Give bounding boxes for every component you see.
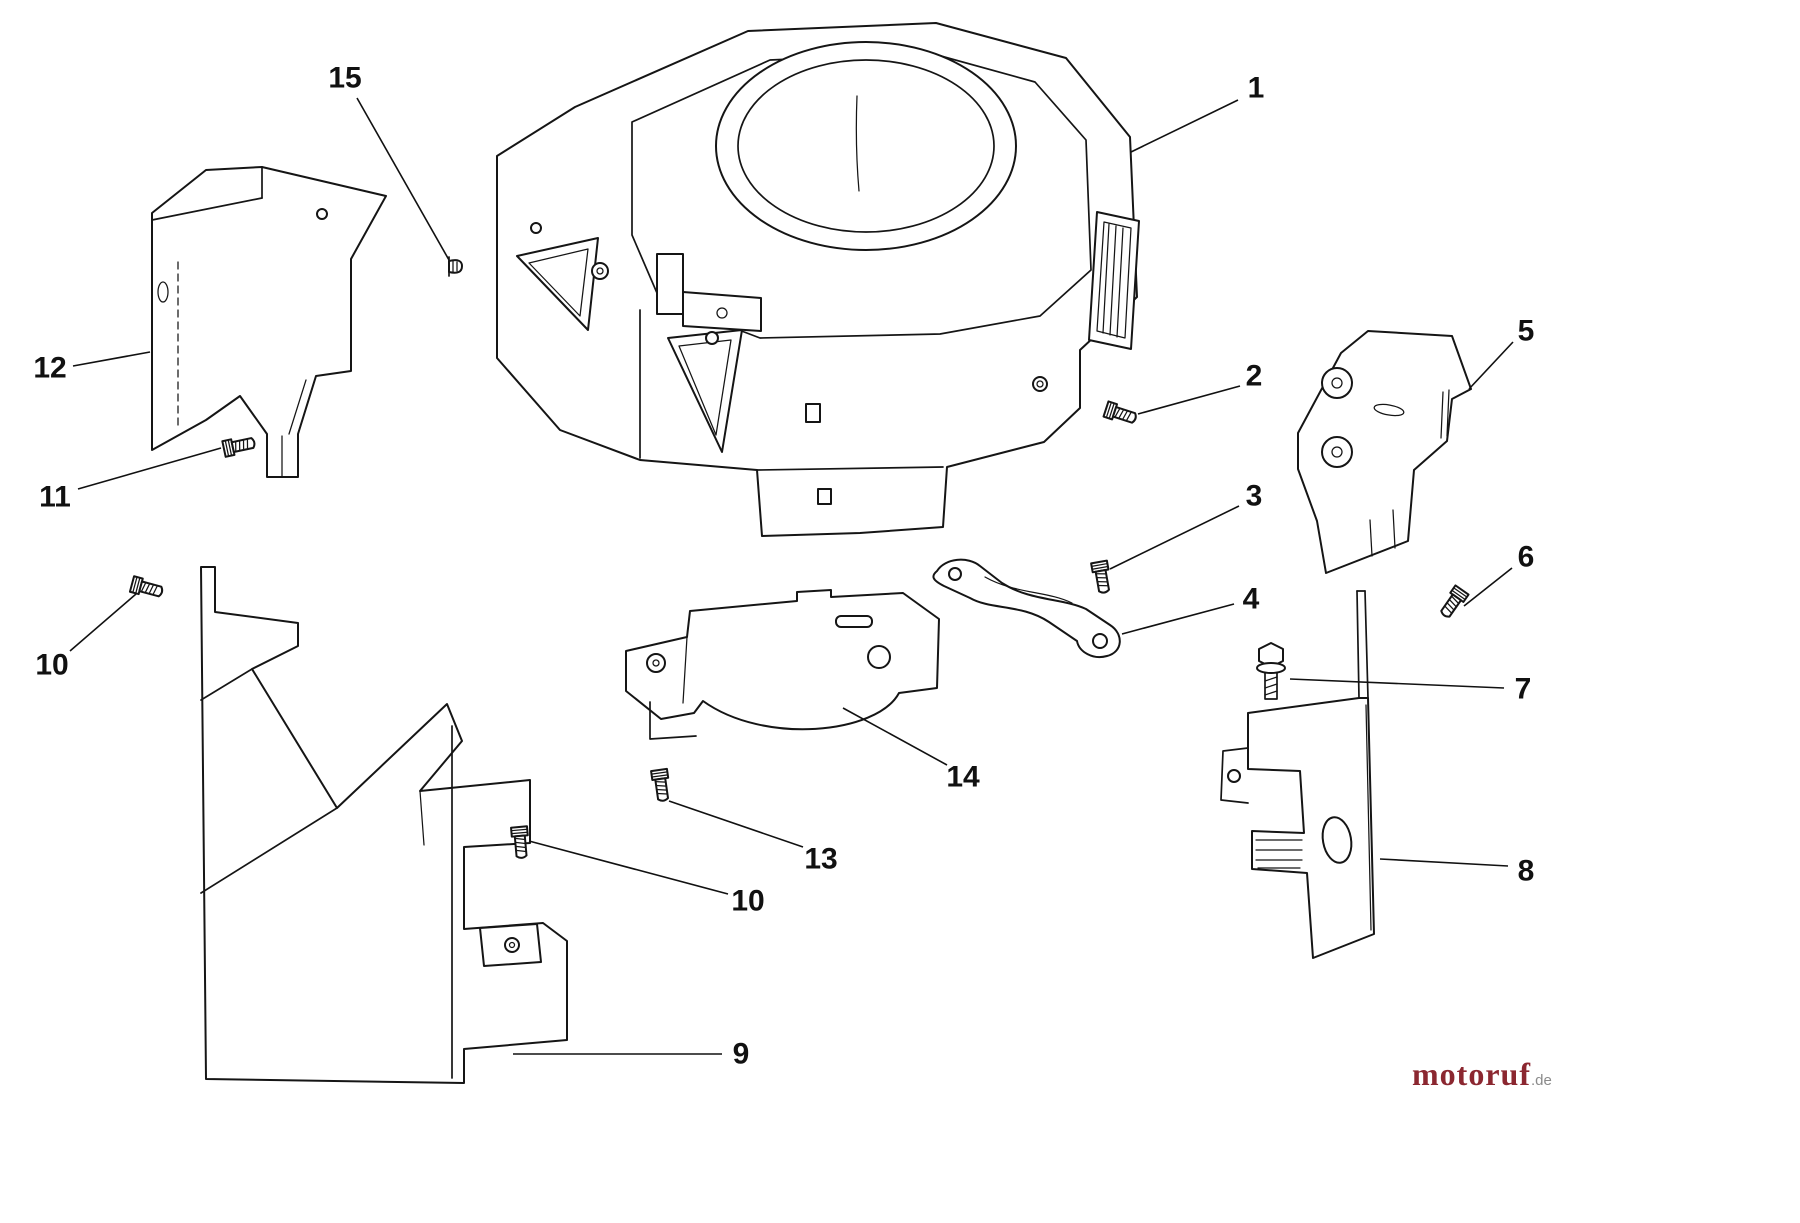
leader-line-13 (668, 800, 804, 848)
leader-line-15 (356, 97, 450, 261)
callout-label-9: 9 (733, 1038, 750, 1071)
part-15-clip (448, 256, 463, 277)
part-7-bolt (1256, 642, 1286, 700)
callout-label-14: 14 (946, 761, 980, 794)
part-1-blower-housing (496, 22, 1140, 537)
watermark-tld: .de (1530, 1072, 1552, 1089)
leader-line-5 (1468, 341, 1514, 390)
watermark-logo: motoruf.de (1412, 1056, 1552, 1093)
leader-line-11 (77, 447, 222, 490)
part-2-screw (1102, 400, 1139, 428)
part-10-screw-left (128, 575, 166, 601)
part-3-screw (1090, 559, 1114, 595)
part-4-strap-bracket (932, 558, 1121, 658)
part-6-screw (1436, 584, 1470, 621)
callout-label-15: 15 (328, 62, 361, 95)
leader-line-1 (1130, 99, 1239, 153)
callout-label-8: 8 (1518, 855, 1535, 888)
callout-label-4: 4 (1243, 583, 1260, 616)
leader-line-6 (1463, 567, 1513, 607)
callout-label-5: 5 (1518, 315, 1535, 348)
part-5-baffle-bracket (1297, 330, 1472, 574)
leader-line-14 (842, 707, 948, 766)
callout-label-3: 3 (1246, 480, 1263, 513)
leader-line-7 (1289, 678, 1505, 689)
part-9-lower-baffle (200, 566, 568, 1084)
leader-line-8 (1379, 858, 1509, 867)
callout-label-2: 2 (1246, 360, 1263, 393)
part-8-baffle-plate (1220, 590, 1375, 959)
leader-line-2 (1137, 385, 1241, 415)
leader-line-4 (1121, 603, 1235, 635)
callout-label-12: 12 (33, 352, 66, 385)
part-11-screw (221, 433, 257, 458)
callout-label-7: 7 (1515, 673, 1532, 706)
callout-label-10: 10 (35, 649, 68, 682)
leader-line-3 (1109, 505, 1240, 570)
callout-label-11: 11 (39, 481, 71, 514)
leader-line-12 (72, 351, 151, 367)
leader-line-10 (528, 840, 729, 895)
watermark-brand: motoruf (1412, 1056, 1531, 1092)
callout-label-1: 1 (1248, 72, 1265, 105)
part-12-upper-baffle (151, 166, 387, 478)
leader-line-10 (69, 593, 137, 652)
callout-label-13: 13 (804, 843, 837, 876)
callout-label-6: 6 (1518, 541, 1535, 574)
callout-label-10: 10 (731, 885, 764, 918)
part-13-screw (650, 767, 673, 803)
part-14-center-baffle-bracket (625, 589, 940, 740)
